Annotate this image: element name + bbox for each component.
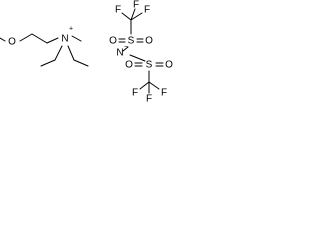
structure-diagram: O N + F F F S O O N − S <box>0 0 173 104</box>
atom-s1: S <box>128 36 135 47</box>
bond-c2-f6 <box>148 81 160 90</box>
atom-oxygen: O <box>8 37 16 48</box>
bond-s1-n <box>122 46 129 52</box>
atom-o1: O <box>109 36 117 47</box>
atom-o4: O <box>165 60 173 71</box>
bond-c1-f2 <box>130 8 136 21</box>
atom-f3: F <box>144 5 150 16</box>
cation-charge: + <box>69 26 73 33</box>
atom-o3: O <box>125 60 133 71</box>
cation: O N + <box>0 26 89 67</box>
bond-ch2-n <box>46 37 59 44</box>
bond-methyl-o <box>0 37 6 42</box>
bond-n-ethyl2-b <box>73 59 89 67</box>
anion: F F F S O O N − S O O F F F <box>109 0 173 104</box>
bond-c1-f1 <box>121 12 132 21</box>
atom-n-anion: N <box>116 48 123 59</box>
atom-nitrogen: N <box>61 34 68 45</box>
bond-n-s2 <box>129 54 146 62</box>
bond-c1-f3 <box>130 12 143 21</box>
bond-n-ethyl1-b <box>40 59 56 67</box>
bond-ch2-ch2 <box>31 33 48 44</box>
atom-f4: F <box>132 88 138 99</box>
bond-o-ch2 <box>19 33 33 42</box>
atom-f1: F <box>115 5 121 16</box>
bond-c2-f4 <box>139 81 150 90</box>
atom-f6: F <box>161 88 167 99</box>
bond-n-ethyl1-a <box>54 45 63 61</box>
bond-n-ethyl2-a <box>67 45 75 61</box>
atom-f5: F <box>146 94 152 105</box>
atom-s2: S <box>146 60 153 71</box>
atom-o2: O <box>145 36 153 47</box>
bond-n-methyl <box>71 35 82 42</box>
atom-f2: F <box>133 0 139 11</box>
anion-charge: − <box>124 44 128 51</box>
